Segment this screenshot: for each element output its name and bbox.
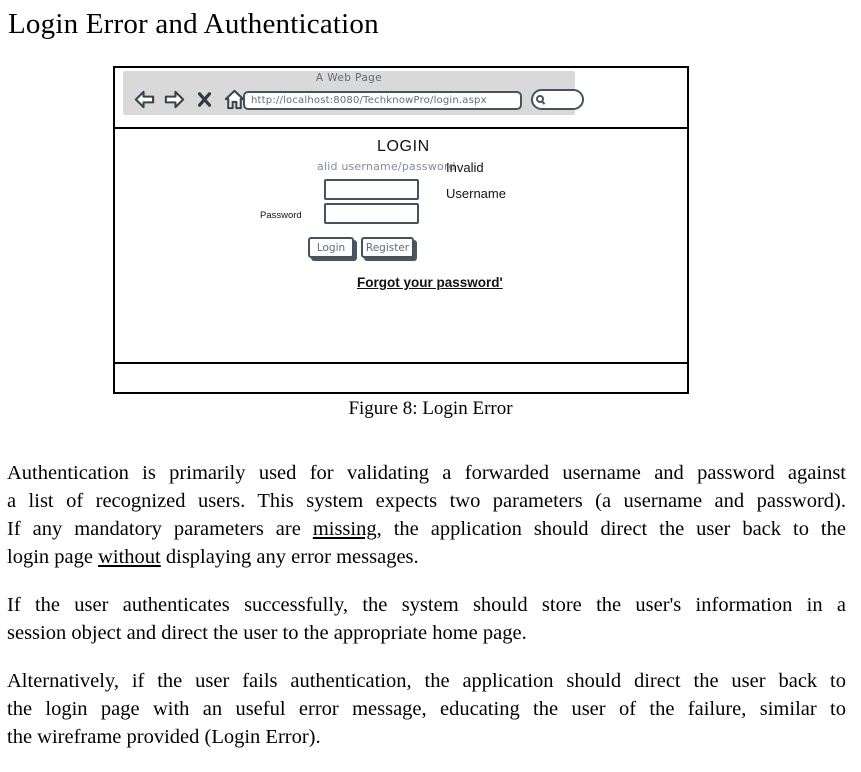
search-box[interactable] [531,89,584,110]
text-run: the wireframe provided (Login Error). [7,726,321,748]
text-line: Authentication is primarily used for val… [7,459,846,487]
url-input[interactable]: http://localhost:8080/TechknowPro/login.… [243,91,522,110]
annotation-invalid: Invalid [446,160,484,175]
window-title: A Web Page [315,72,383,84]
figure-caption: Figure 8: Login Error [348,398,513,419]
text-run: If the user authenticates successfully, … [7,594,846,616]
paragraph-1: Authentication is primarily used for val… [7,459,846,571]
text-line: a list of recognized users. This system … [7,487,846,515]
browser-nav-icons [133,88,246,111]
text-line: Alternatively, if the user fails authent… [7,667,846,695]
content-footer-divider [115,362,687,364]
text-run: , the application should direct the user… [376,518,846,540]
search-icon [536,95,544,103]
text-line: login page without displaying any error … [7,543,846,571]
text-run: a list of recognized users. This system … [7,490,846,512]
text-run: session object and direct the user to th… [7,622,527,644]
register-button[interactable]: Register [361,237,414,258]
annotation-username: Username [446,186,506,201]
text-line: If any mandatory parameters are missing,… [7,515,846,543]
back-icon[interactable] [133,88,156,111]
chrome-content-divider [115,127,687,129]
text-line: the login page with an useful error mess… [7,695,846,723]
text-line: the wireframe provided (Login Error). [7,723,846,751]
text-run: the login page with an useful error mess… [7,698,846,720]
text-run: login page [7,546,99,568]
forgot-password-link[interactable]: Forgot your password' [357,275,503,290]
forward-icon[interactable] [163,88,186,111]
text-run: Alternatively, if the user fails authent… [7,670,846,692]
login-heading: LOGIN [377,138,430,155]
paragraph-2: If the user authenticates successfully, … [7,591,846,647]
paragraph-3: Alternatively, if the user fails authent… [7,667,846,751]
browser-titlebar: A Web Page [123,71,584,115]
underlined-text: missing [312,518,377,540]
text-line: session object and direct the user to th… [7,619,846,647]
text-line: If the user authenticates successfully, … [7,591,846,619]
text-run: Authentication is primarily used for val… [7,462,846,484]
text-run: If any mandatory parameters are [7,518,313,540]
username-input[interactable] [324,179,419,200]
body-text: Authentication is primarily used for val… [7,459,846,751]
login-button[interactable]: Login [308,237,354,258]
login-wireframe-figure: A Web Page [113,66,689,394]
text-run: displaying any error messages. [160,546,419,568]
password-input[interactable] [324,203,419,224]
error-message: alid username/password [317,160,456,173]
close-icon[interactable] [193,88,216,111]
underlined-text: without [98,546,161,568]
home-icon[interactable] [223,88,246,111]
password-label: Password [260,210,302,221]
page-title: Login Error and Authentication [8,8,379,40]
